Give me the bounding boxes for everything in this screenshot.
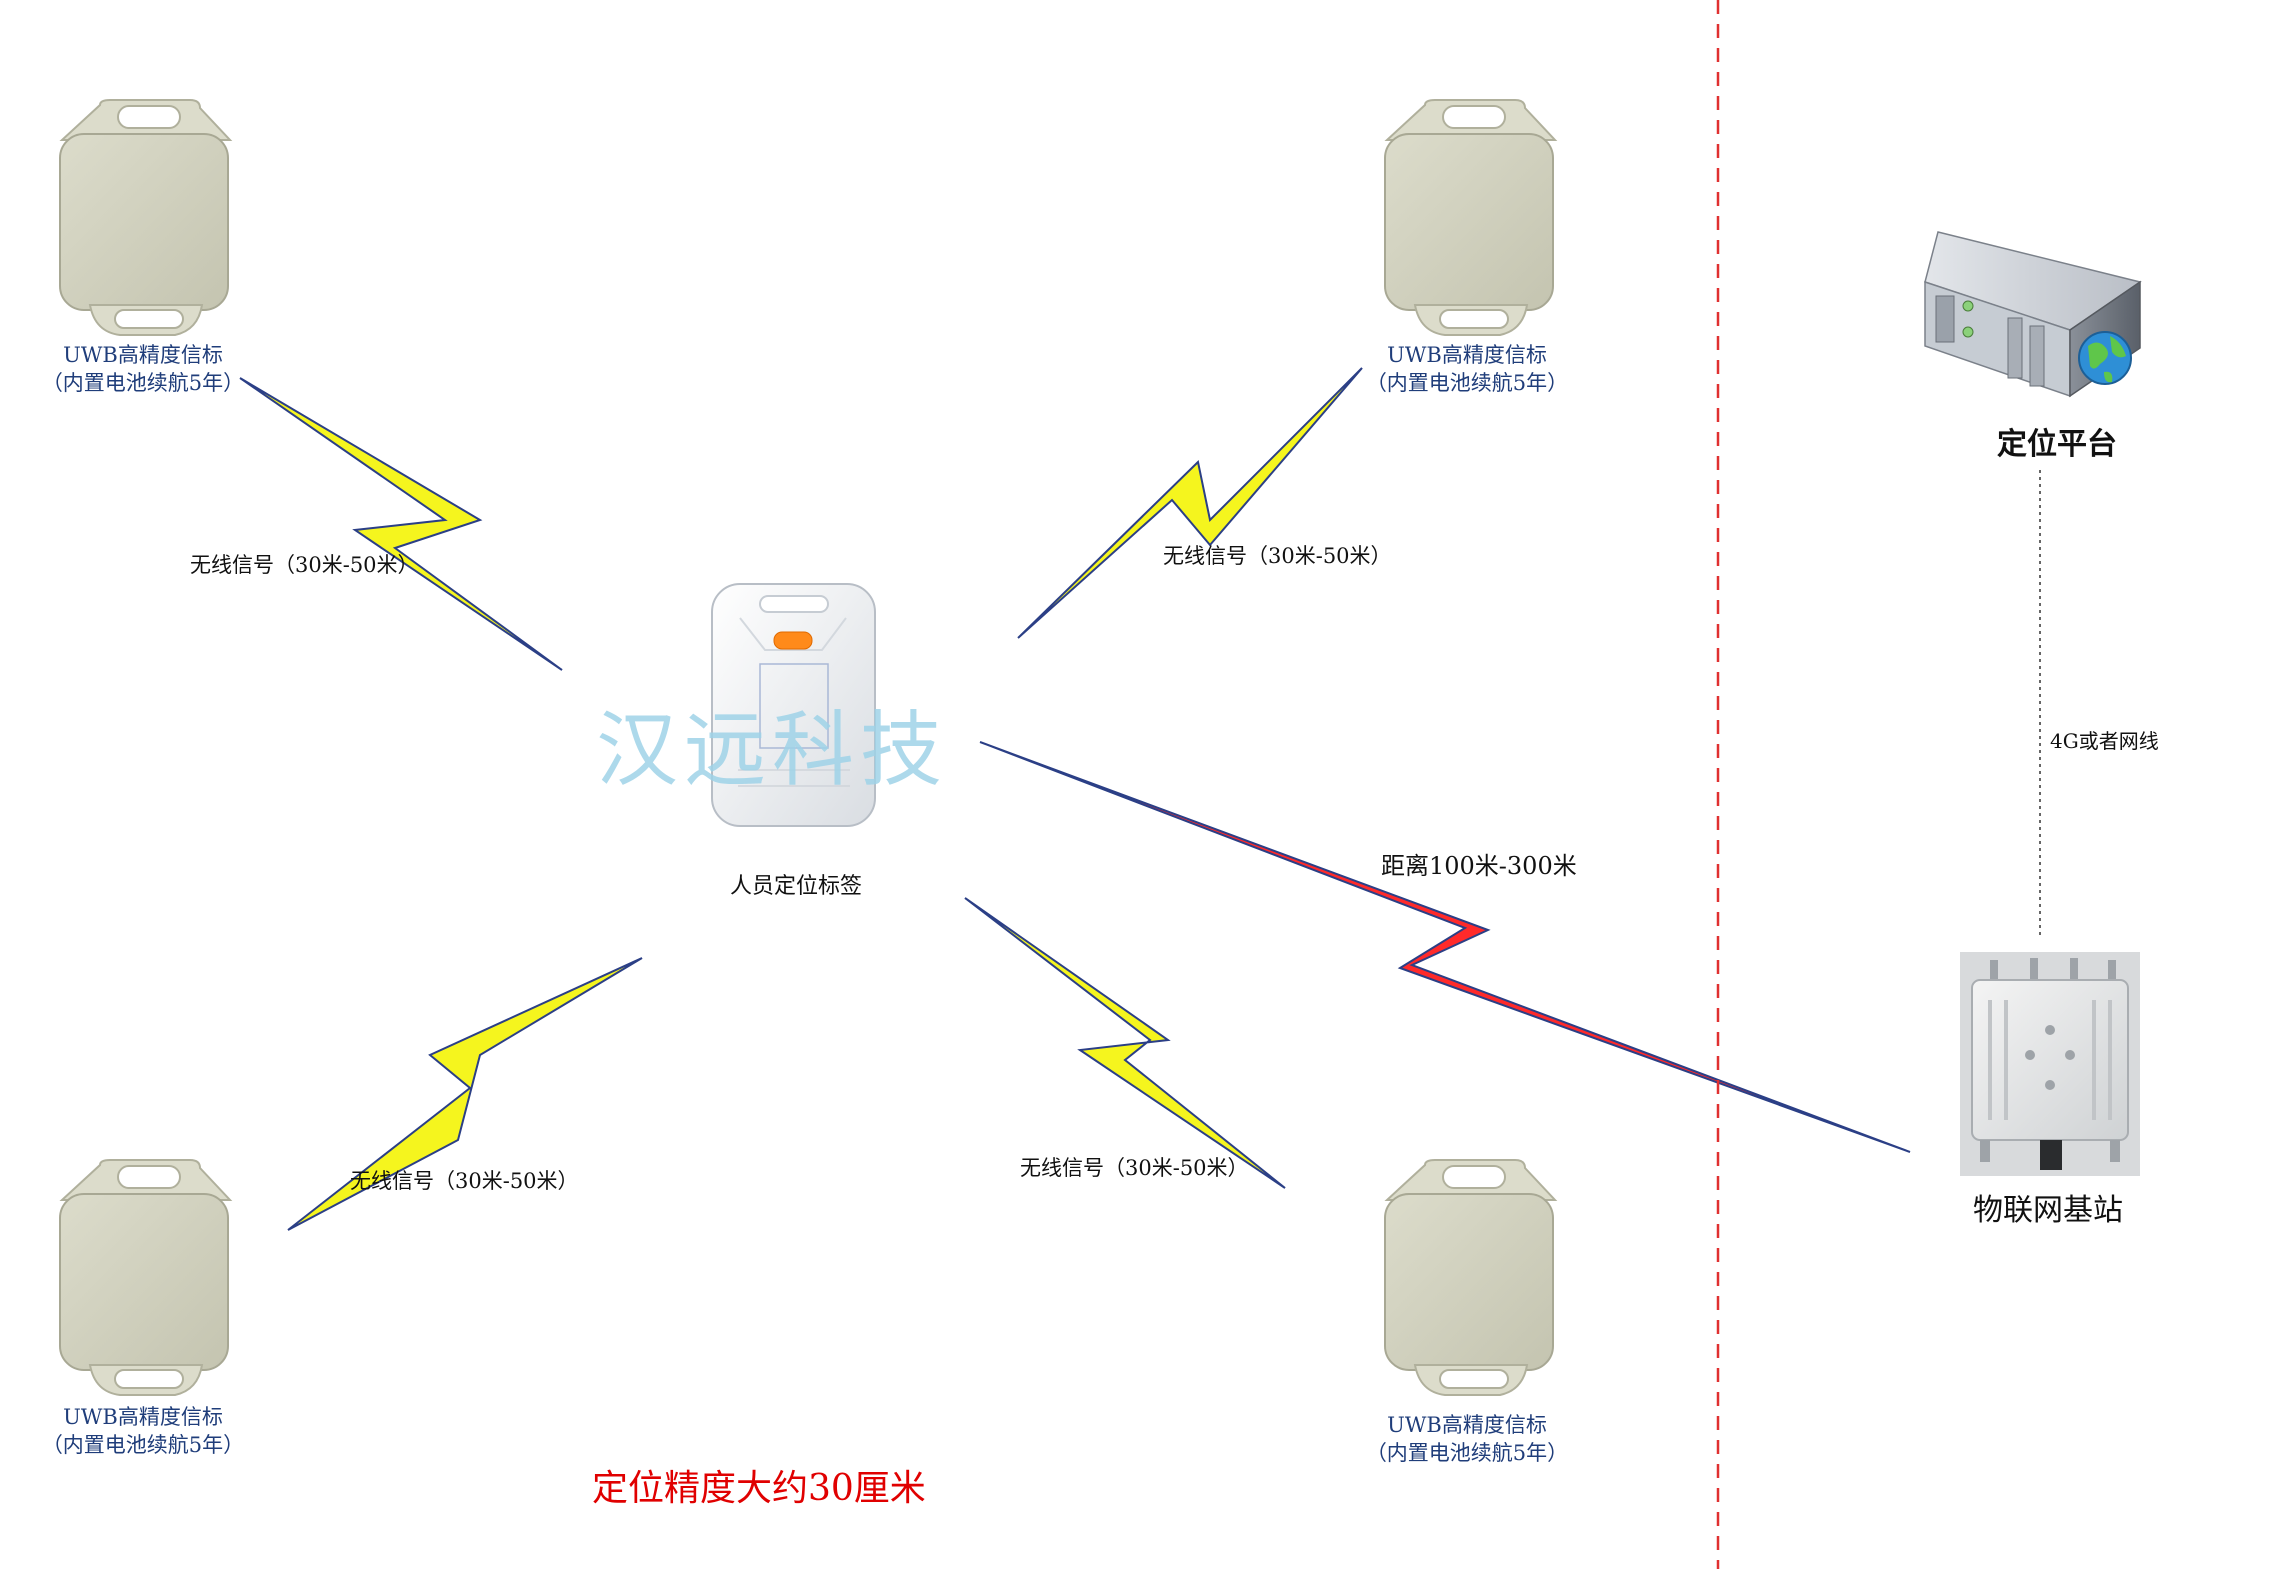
signal-range-label: 无线信号（30米-50米）: [190, 553, 419, 577]
tag-device-icon: [711, 583, 876, 827]
beacon-top-left: UWB高精度信标 （内置电池续航5年）: [42, 99, 244, 395]
base-station-icon: [1960, 952, 2140, 1176]
beacon-label-line2: （内置电池续航5年）: [42, 371, 244, 395]
accuracy-note: 定位精度大约30厘米: [592, 1468, 926, 1509]
signal-range-label: 无线信号（30米-50米）: [1020, 1156, 1249, 1180]
signal-bolt-bottom-right: [964, 897, 1286, 1189]
beacon-label-line1: UWB高精度信标: [63, 343, 223, 367]
signal-bolt-bottom-left: [287, 957, 643, 1231]
positioning-platform: 定位平台: [1924, 231, 2142, 462]
beacon-label-line2: （内置电池续航5年）: [1366, 1441, 1568, 1465]
beacon-label-line1: UWB高精度信标: [1387, 1413, 1547, 1437]
beacon-label-line2: （内置电池续航5年）: [1366, 371, 1568, 395]
signal-bolt-top-right: [1017, 367, 1363, 639]
beacon-top-right: UWB高精度信标 （内置电池续航5年）: [1366, 99, 1568, 395]
uwb-beacon-icon: [59, 99, 233, 336]
uwb-beacon-icon: [59, 1159, 233, 1396]
personnel-tag: 人员定位标签: [711, 583, 876, 899]
signal-range-label: 无线信号（30米-50米）: [350, 1169, 579, 1193]
signal-bolt-top-left: [239, 377, 563, 671]
beacon-label-line1: UWB高精度信标: [1387, 343, 1547, 367]
beacon-label-line2: （内置电池续航5年）: [42, 1433, 244, 1457]
base-station-label: 物联网基站: [1973, 1193, 2123, 1228]
uwb-beacon-icon: [1384, 1159, 1558, 1396]
uwb-beacon-icon: [1384, 99, 1558, 336]
long-range-link-bolt: [979, 741, 1911, 1153]
beacon-bottom-left: UWB高精度信标 （内置电池续航5年）: [42, 1159, 244, 1457]
long-link-label: 距离100米-300米: [1381, 852, 1577, 880]
uplink-label: 4G或者网线: [2050, 729, 2159, 753]
platform-label: 定位平台: [1997, 427, 2117, 462]
watermark-text: 汉远科技: [596, 703, 948, 798]
beacon-label-line1: UWB高精度信标: [63, 1405, 223, 1429]
iot-base-station: 物联网基站: [1960, 952, 2140, 1228]
server-icon: [1924, 231, 2142, 398]
tag-label: 人员定位标签: [730, 874, 862, 899]
signal-range-label: 无线信号（30米-50米）: [1163, 544, 1392, 568]
beacon-bottom-right: UWB高精度信标 （内置电池续航5年）: [1366, 1159, 1568, 1465]
